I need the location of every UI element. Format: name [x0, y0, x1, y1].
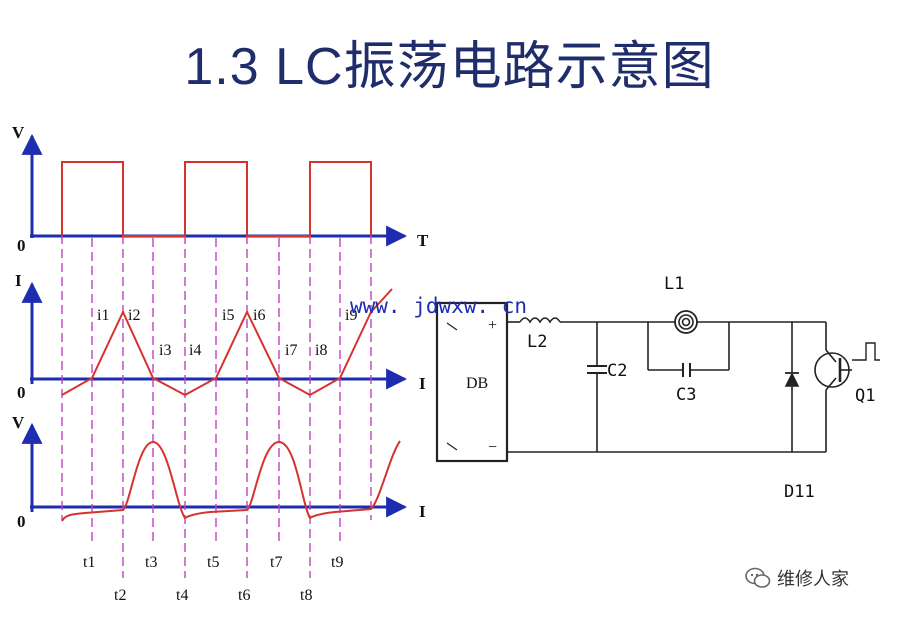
square-wave [61, 161, 372, 237]
bridge-label: DB [466, 375, 488, 392]
watermark: www. jdwxw. cn [350, 294, 527, 318]
plot1-x-label: T [417, 231, 429, 250]
time-label: t3 [145, 554, 157, 571]
current-wave [61, 288, 393, 397]
waveform-plots: V 0 T I 0 I V 0 I i1 i2 i3 i4 i5 i6 i7 i… [12, 123, 429, 604]
point-label: i3 [159, 342, 171, 359]
time-guides [61, 165, 372, 578]
diode-d11 [784, 372, 800, 387]
plot3-x-label: I [419, 502, 426, 521]
plot3-y-label: V [12, 413, 25, 432]
page-title: 1.3 LC振荡电路示意图 [184, 38, 715, 96]
bridge-plus: + [488, 317, 497, 334]
base-drive-pulse-icon [852, 342, 880, 361]
plot2-y-label: I [15, 271, 22, 290]
plot2-origin: 0 [17, 383, 26, 402]
point-label: i7 [285, 342, 297, 359]
plot1-origin: 0 [17, 236, 26, 255]
time-label: t9 [331, 554, 343, 571]
time-label: t6 [238, 587, 250, 604]
label-c2: C2 [607, 361, 627, 381]
point-label: i2 [128, 307, 140, 324]
time-label: t8 [300, 587, 312, 604]
label-d11: D11 [784, 482, 815, 502]
point-label: i8 [315, 342, 327, 359]
bridge-minus: − [488, 439, 497, 456]
point-label: i9 [345, 307, 357, 324]
point-label: i4 [189, 342, 201, 359]
inductor-l2 [519, 317, 561, 324]
circuit-schematic [435, 301, 880, 463]
time-label: t7 [270, 554, 282, 571]
plot3-origin: 0 [17, 512, 26, 531]
label-l1: L1 [664, 274, 684, 294]
time-label: t4 [176, 587, 188, 604]
label-l2: L2 [527, 332, 547, 352]
plot2-x-label: I [419, 374, 426, 393]
label-c3: C3 [676, 385, 696, 405]
inductor-l1-coil-icon [674, 310, 698, 334]
brand-badge: 维修人家 [745, 563, 849, 593]
brand-name: 维修人家 [777, 569, 849, 590]
point-label: i1 [97, 307, 109, 324]
point-label: i6 [253, 307, 265, 324]
time-label: t5 [207, 554, 219, 571]
label-q1: Q1 [855, 386, 875, 406]
voltage-wave [61, 440, 401, 522]
time-label: t1 [83, 554, 95, 571]
plot1-y-label: V [12, 123, 25, 142]
bridge-rectifier [435, 301, 509, 463]
wechat-icon [745, 567, 771, 588]
point-label: i5 [222, 307, 234, 324]
time-label: t2 [114, 587, 126, 604]
